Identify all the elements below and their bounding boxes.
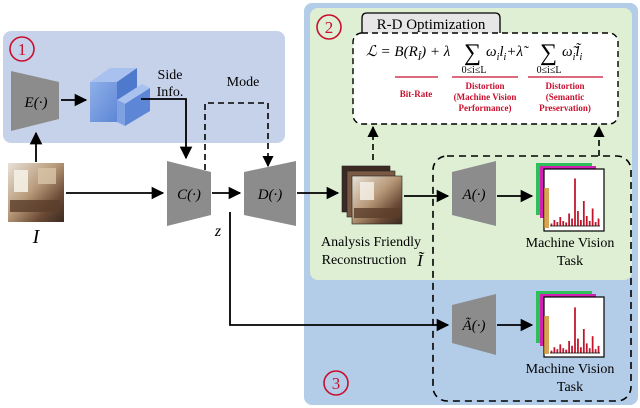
histogram-bar [585, 343, 588, 353]
sum-range-1: 0≤i≤L [462, 65, 487, 76]
side-info-block [90, 68, 150, 126]
mv-task-1-label-2: Task [557, 254, 583, 269]
svg-text:ℒ = B(RÎ) + λ: ℒ = B(RÎ) + λ [366, 44, 451, 63]
loss-equation: ℒ = B(RÎ) + λ ∑ ωili+λ̃ ∑ ω̃il̃i [366, 40, 583, 66]
histogram-bar [591, 208, 594, 226]
reconstruction-label-1: Analysis Friendly [321, 235, 421, 250]
analysis-label: A(·) [462, 187, 486, 203]
histogram-bar [550, 223, 553, 226]
rd-optimization-box [352, 32, 619, 125]
histogram-bar [565, 349, 568, 353]
svg-text:∑: ∑ [464, 40, 481, 66]
histogram-2 [550, 307, 600, 354]
mode-label: Mode [227, 75, 260, 90]
histogram-bar [574, 178, 576, 226]
histogram-bar [591, 336, 594, 353]
histogram-bar [594, 222, 597, 226]
histogram-bar [588, 348, 591, 353]
histogram-bar [553, 347, 556, 353]
reconstruction-images [341, 165, 403, 225]
svg-text:2: 2 [325, 18, 334, 37]
mv-task-2-label-2: Task [557, 380, 583, 395]
region-3-badge: 3 [323, 370, 349, 396]
rd-optimization-tab [361, 12, 501, 34]
analysis-tilde-label: Ã(·) [462, 317, 486, 334]
histogram-bar [597, 345, 600, 353]
mv-task-2-label-1: Machine Vision [526, 362, 615, 377]
analysis-group-box [432, 155, 632, 402]
side-info-label-2: Info. [157, 85, 184, 100]
reconstruction-symbol: Ĩ [416, 251, 425, 270]
reconstruction-label-2: Reconstruction [322, 253, 407, 268]
term-distortion-mv-line2: (Machine Vision [454, 92, 517, 102]
histogram-bar [594, 349, 597, 353]
histogram-bar [556, 222, 559, 226]
histogram-bar [559, 344, 562, 353]
decoder-label: D(·) [257, 187, 283, 203]
term-bit-rate: Bit-Rate [400, 89, 433, 99]
region-1-badge: 1 [9, 36, 35, 62]
input-image [8, 163, 64, 222]
histogram-bar [550, 350, 553, 353]
decoder-module [244, 161, 296, 226]
histogram-bar [562, 348, 565, 353]
histogram-bar [565, 222, 568, 226]
histogram-bar [582, 201, 585, 226]
term-distortion-sem-line3: Preservation) [539, 103, 591, 113]
analysis-module [452, 161, 496, 226]
analysis-tilde-module [452, 294, 496, 355]
histogram-bar [574, 307, 576, 353]
histogram-bar [562, 221, 565, 226]
histogram-bar [580, 220, 582, 226]
svg-text:1: 1 [18, 40, 27, 59]
rd-optimization-title: R-D Optimization [377, 17, 486, 33]
term-distortion-sem-line2: (Semantic [546, 92, 585, 102]
sum-range-2: 0≤i≤L [537, 65, 562, 76]
side-info-label-1: Side [158, 68, 183, 83]
input-label: I [32, 226, 41, 248]
histogram-bar [577, 338, 579, 353]
region-2-badge: 2 [316, 14, 342, 40]
mv-task-1-label-1: Machine Vision [526, 236, 615, 251]
histogram-bar [568, 341, 570, 353]
flow-arrows [29, 93, 534, 332]
histogram-bar [585, 216, 588, 226]
histogram-bar [580, 347, 582, 353]
encoder-label: E(·) [24, 95, 48, 111]
histogram-1 [550, 178, 600, 227]
histogram-bar [577, 211, 579, 226]
histogram-bar [582, 329, 585, 353]
mv-task-card-2 [536, 291, 605, 358]
compressor-module [167, 161, 211, 226]
histogram-bar [559, 217, 562, 226]
histogram-bar [571, 218, 573, 226]
compressor-label: C(·) [177, 187, 201, 203]
term-distortion-mv-line3: Performance) [459, 103, 512, 113]
term-distortion-sem-line1: Distortion [546, 81, 585, 91]
svg-text:ω̃il̃i: ω̃il̃i [562, 43, 583, 63]
term-distortion-mv-line1: Distortion [466, 81, 505, 91]
svg-text:3: 3 [332, 374, 341, 393]
histogram-bar [597, 218, 600, 226]
encoder-module [11, 71, 59, 131]
histogram-bar [571, 345, 573, 353]
svg-text:∑: ∑ [540, 40, 557, 66]
dashed-arrows [204, 102, 605, 170]
latent-label: z [214, 223, 222, 240]
histogram-bar [553, 220, 556, 226]
histogram-bar [588, 221, 591, 226]
histogram-bar [568, 213, 570, 226]
histogram-bar [556, 349, 559, 353]
